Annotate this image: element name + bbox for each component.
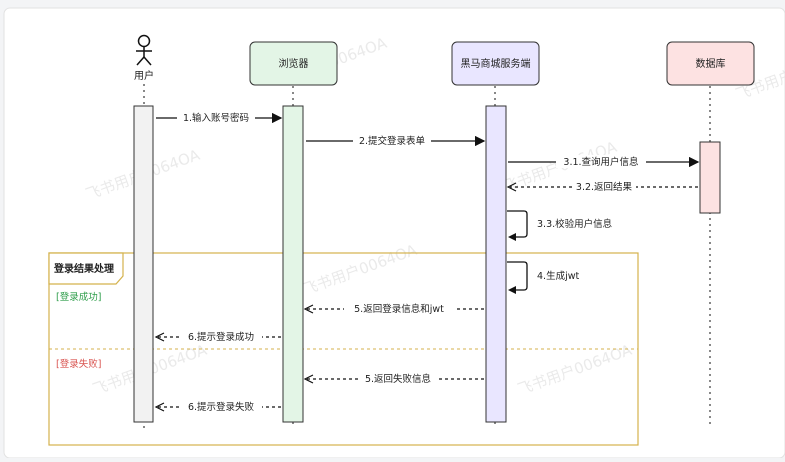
message-3-2-label-bg [572, 180, 636, 193]
message-5-success-label: 5.返回登录信息和jwt [354, 303, 444, 315]
message-3-3-label: 3.3.校验用户信息 [537, 218, 612, 230]
message-4-label: 4.生成jwt [537, 270, 579, 282]
message-3-3-arrowhead [508, 233, 516, 241]
browser-activation [282, 105, 304, 423]
message-1-label: 1.输入账号密码 [183, 112, 249, 124]
db-label: 数据库 [696, 57, 726, 70]
alt-frame-title: 登录结果处理 [53, 262, 114, 275]
db-participant [666, 41, 755, 86]
browser-label: 浏览器 [279, 57, 309, 70]
message-3-1-label-bg [556, 155, 646, 168]
message-2-label-bg [353, 134, 431, 147]
message-1-label-bg [177, 111, 255, 124]
message-3-3-arrow [507, 210, 528, 238]
message-4-arrowhead [508, 286, 516, 294]
message-5-fail-arrowhead [303, 374, 314, 384]
server-participant [451, 41, 540, 86]
message-6-fail-label-bg [180, 400, 262, 413]
message-4-arrow [507, 261, 528, 291]
message-5-fail-label: 5.返回失败信息 [365, 373, 431, 385]
message-6-success-arrowhead [154, 332, 165, 342]
success-guard: [登录成功] [56, 291, 101, 303]
server-label: 黑马商城服务端 [461, 57, 531, 70]
message-5-success-arrowhead [303, 304, 314, 314]
alt-frame: 登录结果处理 [登录成功] [登录失败] [48, 252, 639, 446]
message-6-success-label-bg [180, 330, 262, 343]
message-3-2-label: 3.2.返回结果 [576, 181, 633, 193]
browser-participant [249, 41, 338, 86]
message-5-fail-label-bg [358, 372, 438, 385]
message-3-2-arrowhead [506, 182, 517, 192]
message-6-fail-label: 6.提示登录失败 [188, 401, 255, 413]
user-actor [136, 34, 152, 66]
user-activation [133, 105, 154, 423]
alt-frame-tab [48, 252, 124, 285]
message-3-1-label: 3.1.查询用户信息 [563, 156, 638, 168]
server-activation [485, 105, 507, 423]
user-label: 用户 [134, 69, 154, 82]
message-5-success-label-bg [344, 302, 454, 315]
message-2-label: 2.提交登录表单 [359, 135, 426, 147]
fail-guard: [登录失败] [56, 358, 101, 370]
message-6-fail-arrowhead [154, 402, 165, 412]
message-6-success-label: 6.提示登录成功 [188, 331, 254, 343]
db-activation [699, 141, 721, 214]
